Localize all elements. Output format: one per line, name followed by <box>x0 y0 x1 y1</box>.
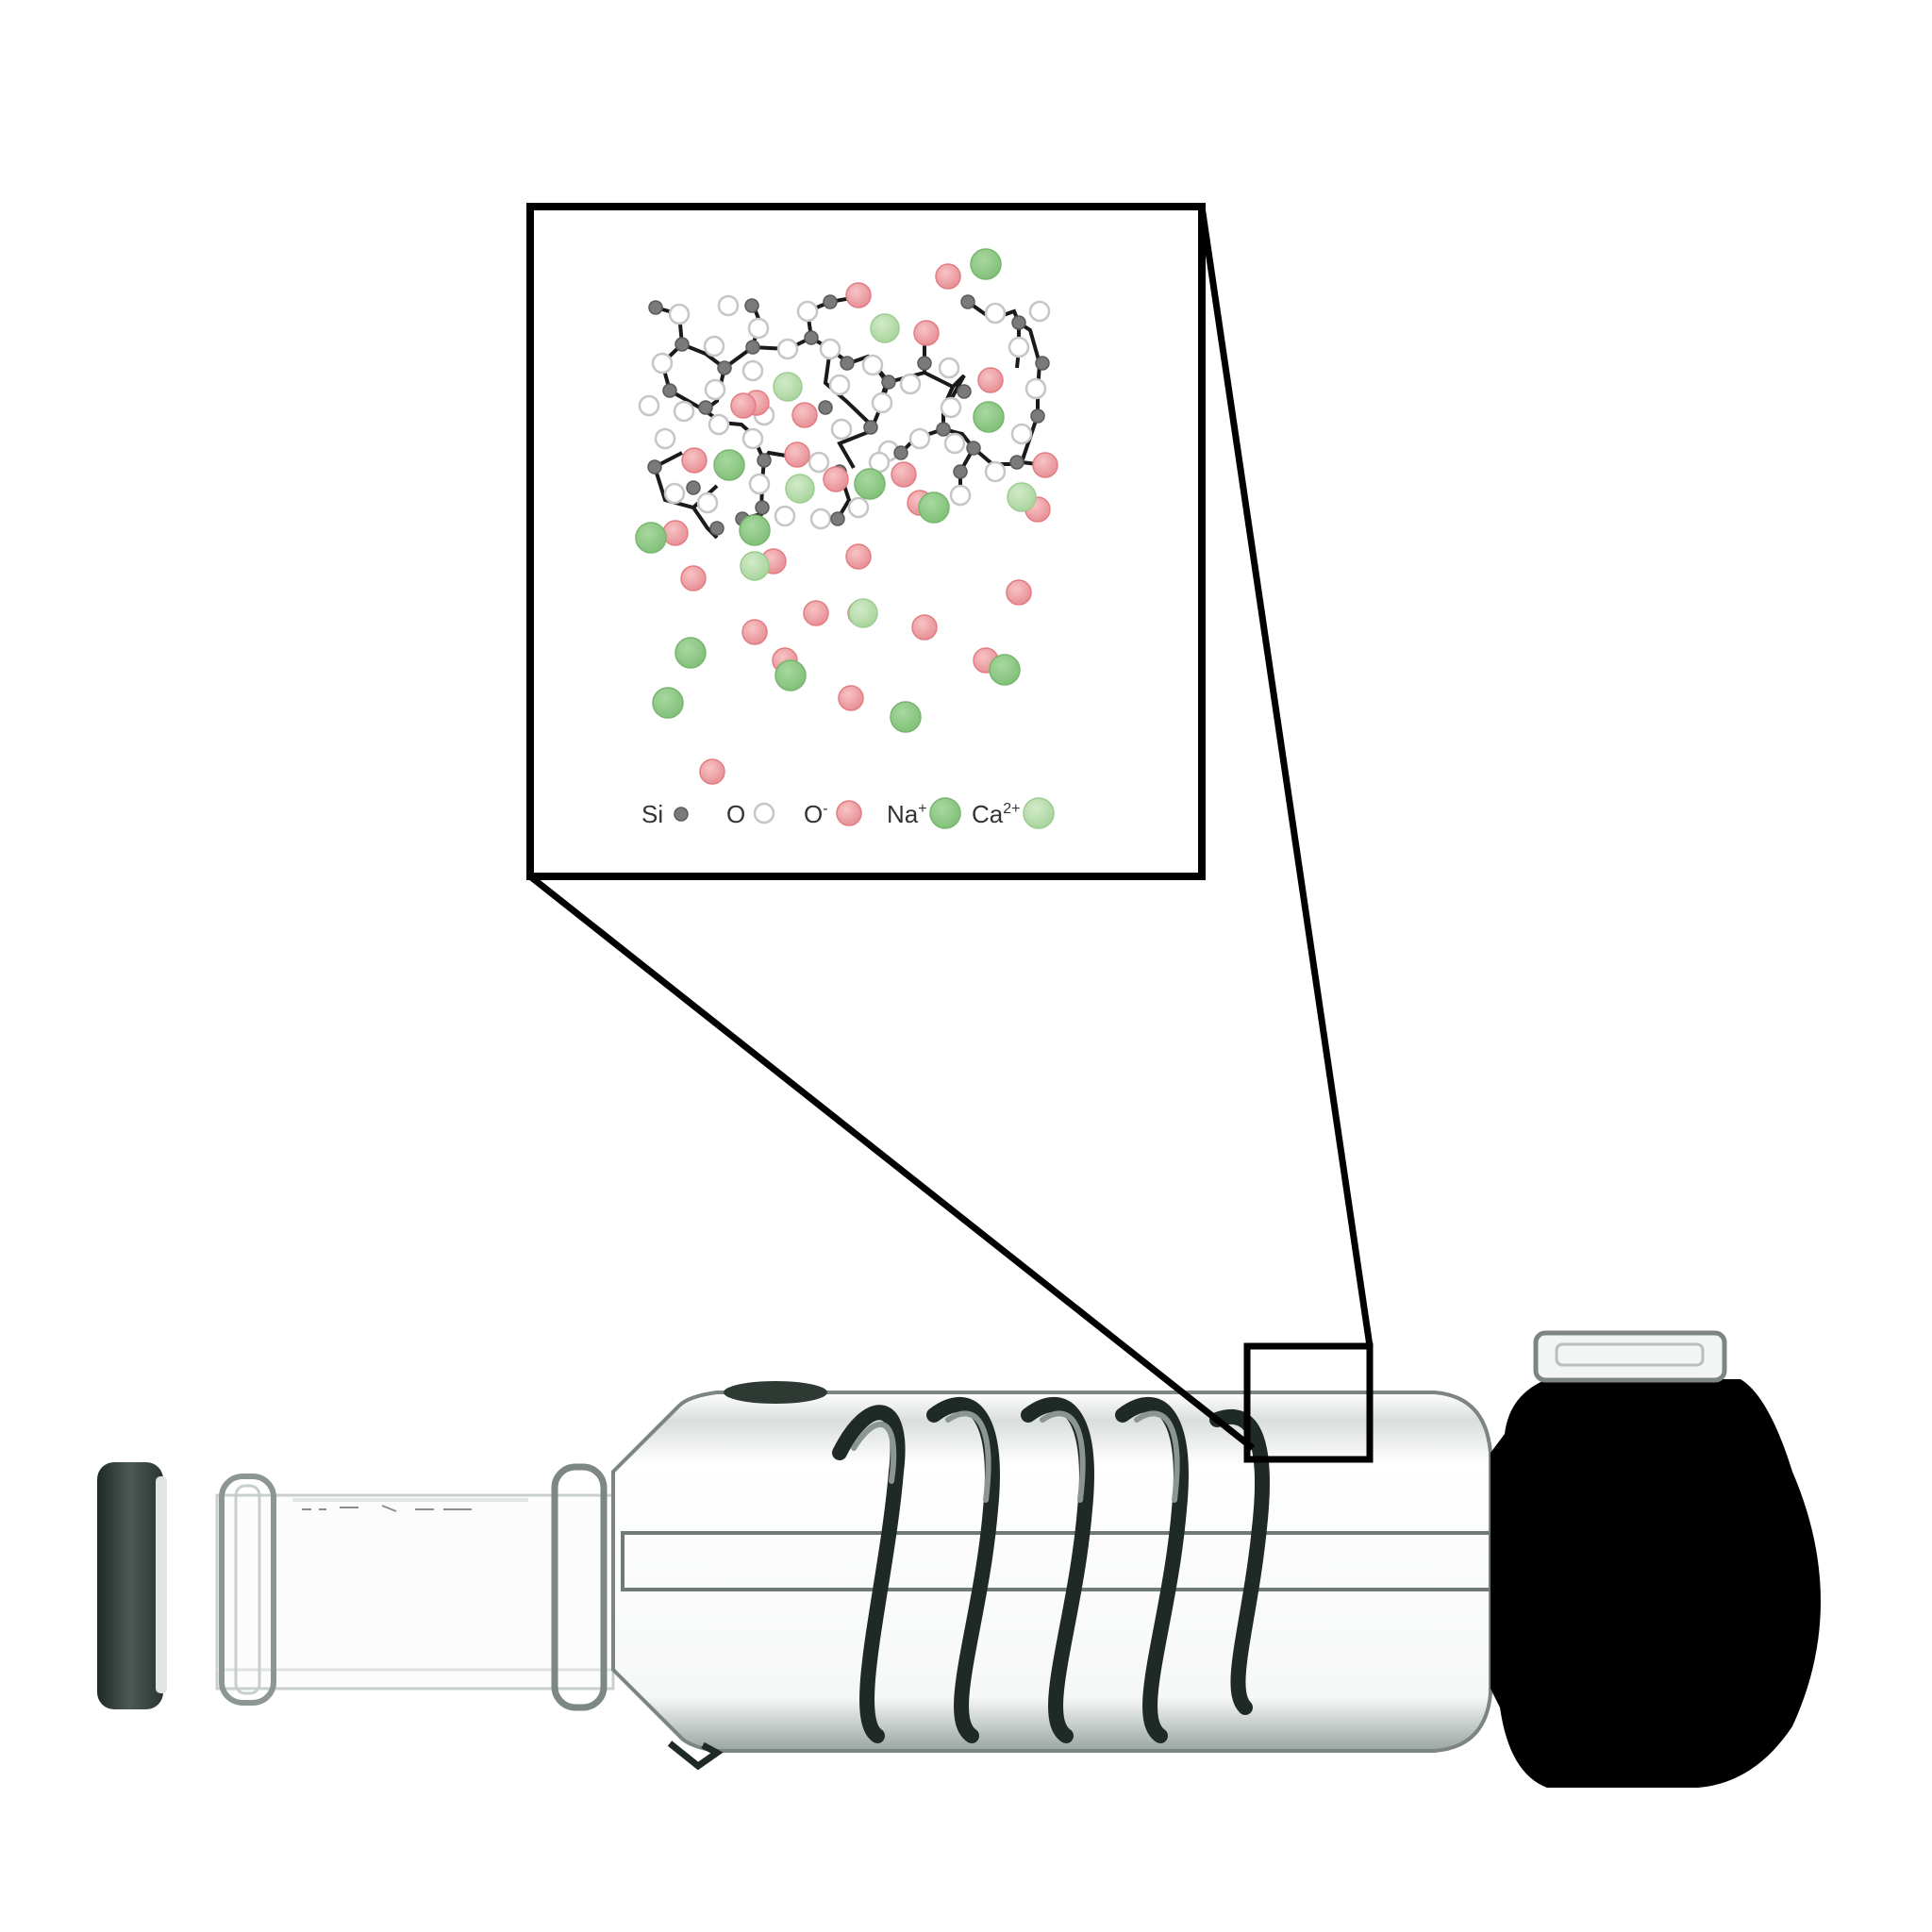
legend-label-na-plus: Na+ <box>887 800 927 828</box>
body-ring <box>551 1463 608 1711</box>
bowl <box>1491 1379 1821 1788</box>
ca2-plus-icon <box>1023 797 1055 829</box>
o-atoms <box>638 294 1051 530</box>
inset-frame <box>526 203 1206 880</box>
legend-label-ca2-plus: Ca2+ <box>972 800 1021 828</box>
mouthpiece-ring <box>219 1474 276 1706</box>
silicate-network <box>635 248 1058 785</box>
bowl-lip <box>1533 1330 1727 1383</box>
callout-target-box <box>1243 1342 1374 1463</box>
o-icon <box>753 802 775 824</box>
na-plus-atoms <box>635 248 1021 733</box>
magnification-callout <box>527 206 1374 1463</box>
mouthpiece-cap <box>97 1462 163 1709</box>
glass-pipe <box>97 1330 1821 1788</box>
callout-line-left <box>527 874 1256 1451</box>
callout-line-right <box>1198 206 1374 1347</box>
si-icon <box>674 807 689 822</box>
legend-item-o-minus: O- <box>804 800 862 828</box>
mouthpiece-tube <box>215 1493 615 1690</box>
na-plus-icon <box>929 797 961 829</box>
legend-label-si: Si <box>641 800 663 828</box>
legend: Si O O- Na+ Ca2+ <box>641 797 1055 829</box>
legend-item-si: Si <box>641 800 689 828</box>
legend-label-o: O <box>726 800 745 828</box>
legend-label-o-minus: O- <box>804 800 828 828</box>
legend-item-ca2-plus: Ca2+ <box>972 797 1055 829</box>
legend-item-na-plus: Na+ <box>887 797 961 829</box>
legend-item-o: O <box>726 800 775 828</box>
etched-marks <box>302 1505 472 1512</box>
inset-panel: Si O O- Na+ Ca2+ <box>526 203 1206 880</box>
ca2-plus-atoms <box>740 313 1037 628</box>
o-minus-icon <box>836 800 862 826</box>
carb-button <box>724 1381 827 1404</box>
